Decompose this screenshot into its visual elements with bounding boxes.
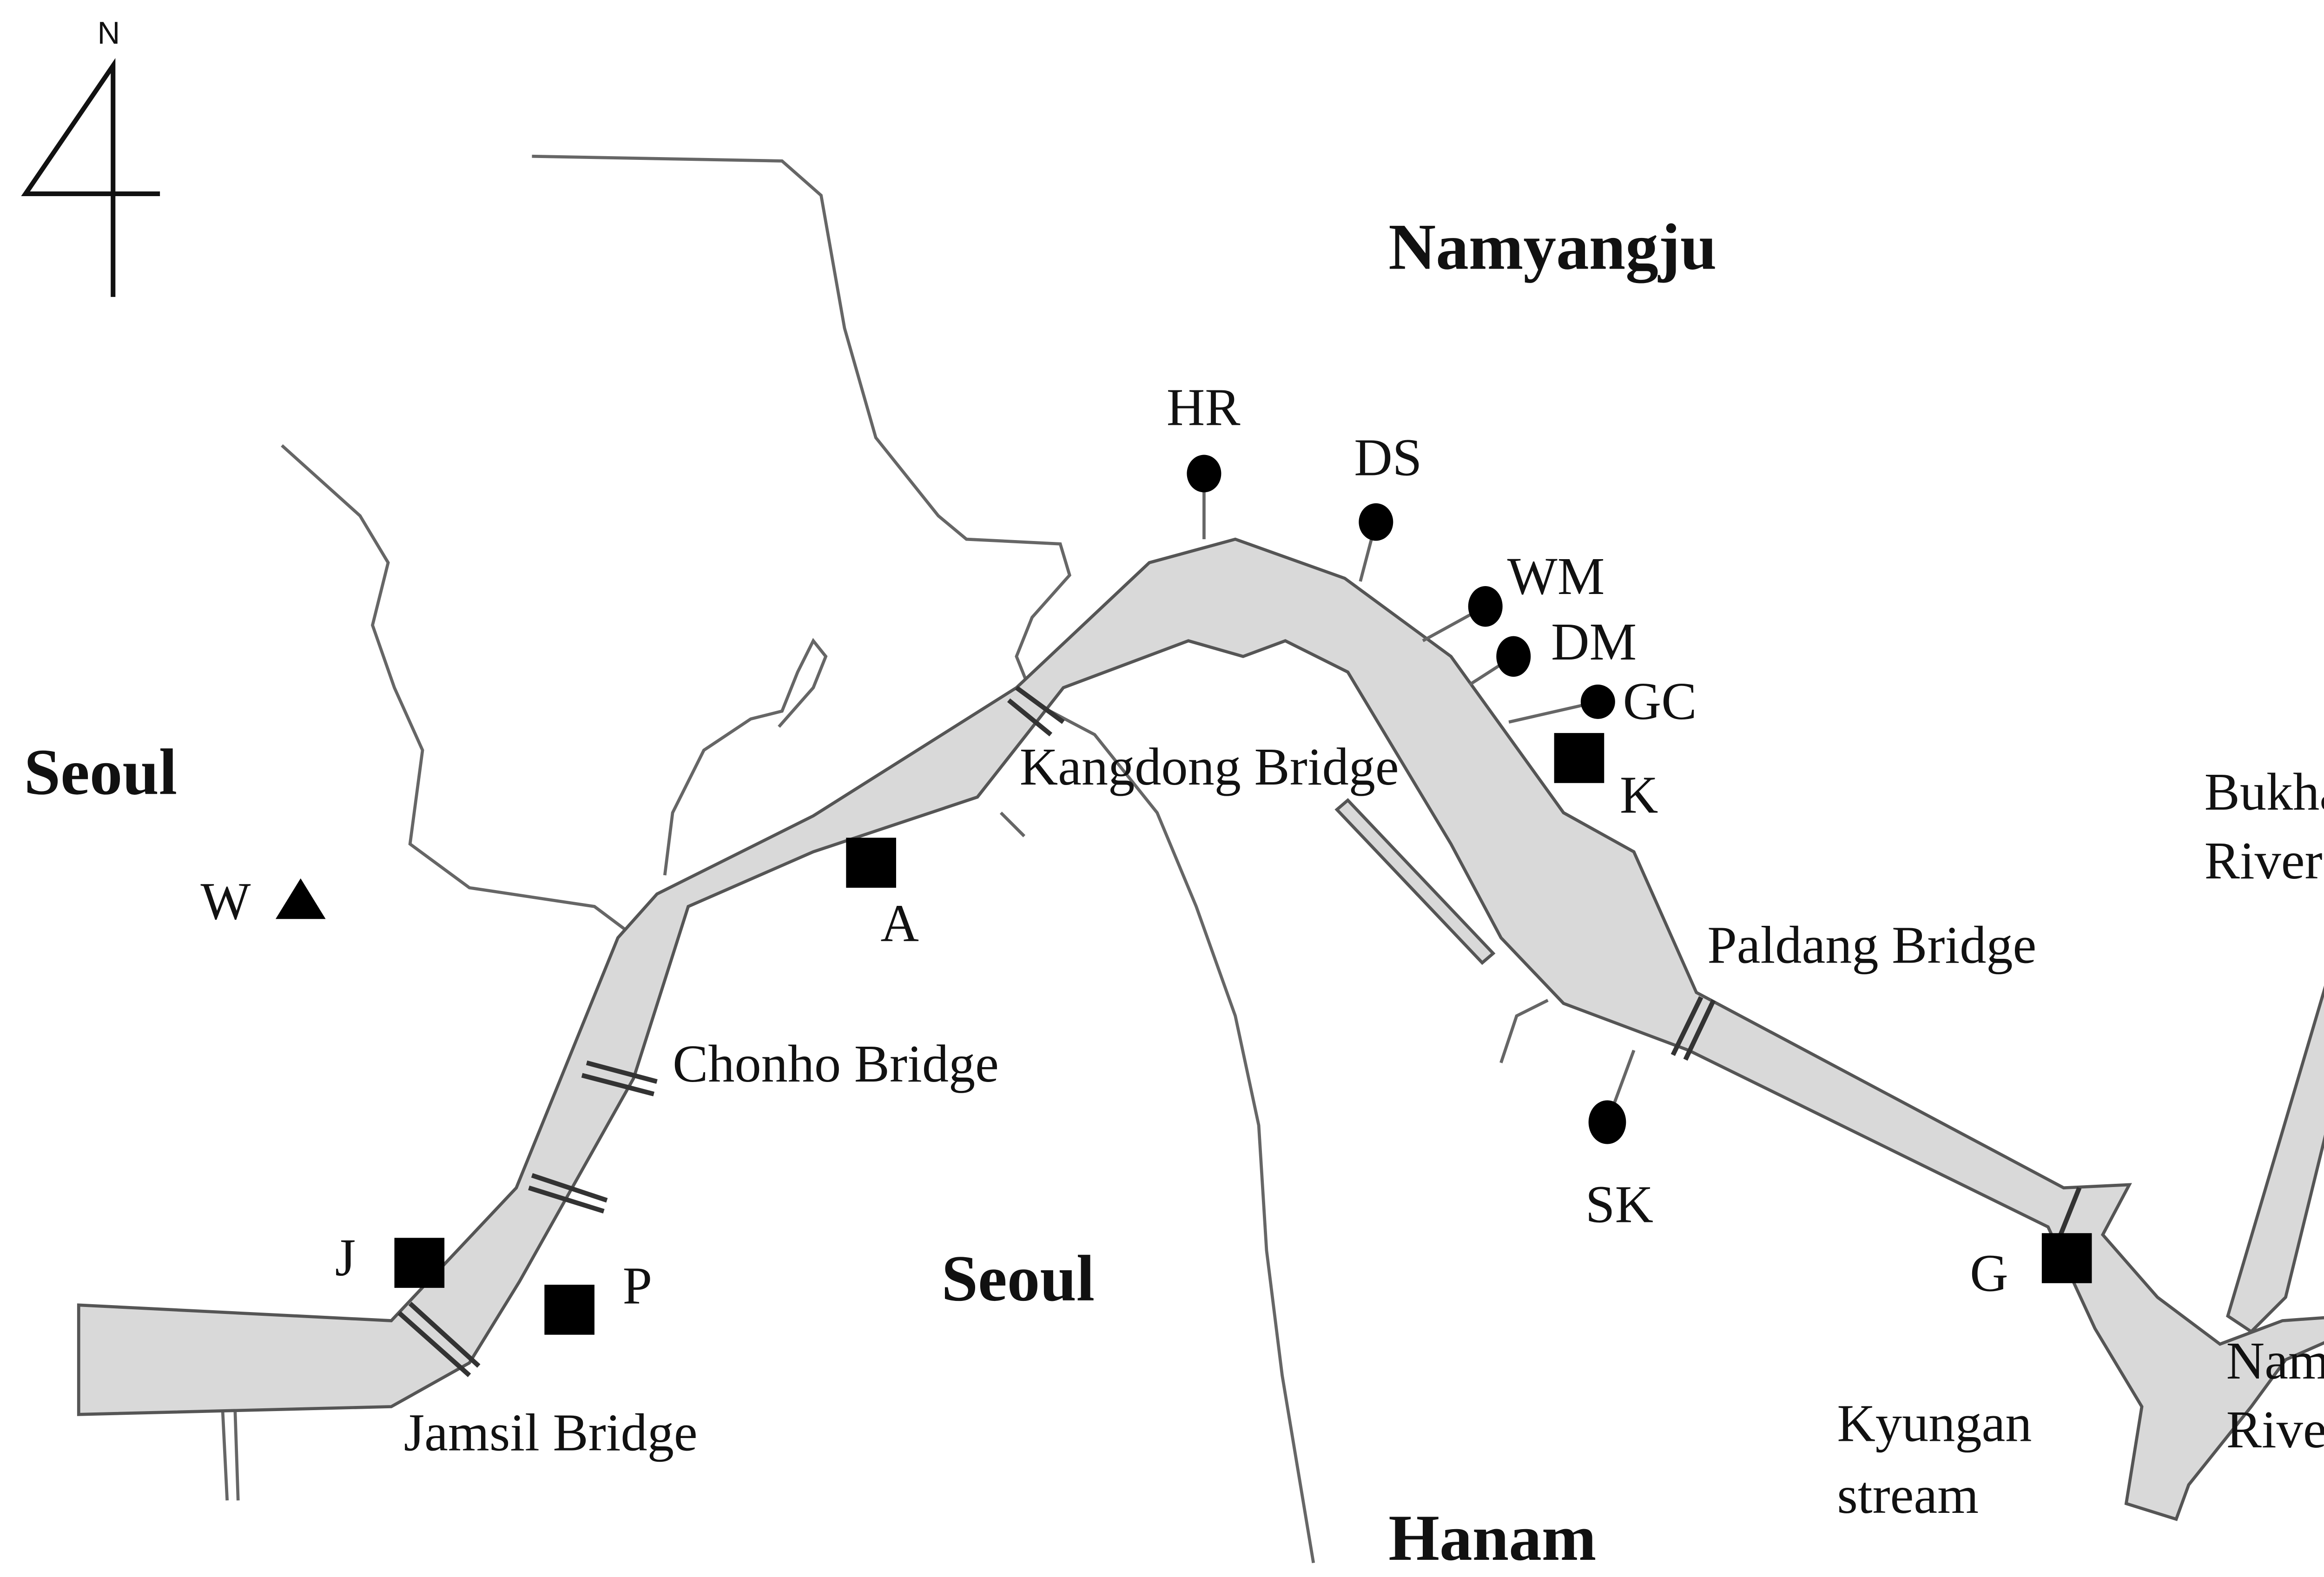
site-label-K: K — [1620, 765, 1658, 825]
site-label-DM: DM — [1551, 612, 1637, 671]
north-arrow-icon: N — [21, 16, 160, 297]
river-label-bukhan: Bukhan — [2205, 762, 2324, 821]
site-marker-GC — [1580, 684, 1615, 719]
bridge-label-kangdong: Kangdong Bridge — [1020, 737, 1399, 796]
site-label-P: P — [622, 1256, 652, 1315]
region-label-seoul: Seoul — [24, 735, 178, 808]
site-label-SK: SK — [1585, 1175, 1653, 1234]
site-label-W: W — [201, 871, 251, 930]
site-marker-DM — [1496, 636, 1531, 677]
river-label-kyungan: stream — [1837, 1465, 1979, 1524]
site-marker-G — [2041, 1233, 2092, 1283]
site-label-HR: HR — [1167, 378, 1241, 437]
site-label-A: A — [880, 893, 919, 952]
dam — [2058, 1187, 2082, 1236]
site-label-GC: GC — [1623, 672, 1697, 731]
han-river — [77, 537, 2324, 1521]
site-marker-P — [544, 1285, 594, 1335]
site-label-WM: WM — [1507, 547, 1605, 606]
site-marker-J — [394, 1238, 445, 1288]
site-marker-W — [275, 878, 326, 919]
bridge — [528, 1173, 608, 1214]
river-label-bukhan: River — [2205, 831, 2323, 890]
paldang-bridge — [1670, 996, 1716, 1061]
chonho-bridge — [581, 1060, 658, 1096]
site-label-J: J — [335, 1228, 356, 1287]
stream-line — [999, 812, 1026, 838]
admin-border — [532, 154, 1315, 1564]
river-label-kyungan: Kyungan — [1837, 1393, 2032, 1452]
river-label-namhan: Namhan — [2226, 1331, 2324, 1390]
bridge-label-paldang: Paldang Bridge — [1707, 915, 2036, 974]
region-label-hanam: Hanam — [1388, 1501, 1596, 1574]
site-label-DS: DS — [1354, 428, 1422, 487]
kangdong-bridge — [1007, 686, 1065, 737]
region-label-seoul: Seoul — [941, 1242, 1095, 1315]
site-label-G: G — [1970, 1244, 2008, 1303]
region-label-namyangju: Namyangju — [1388, 210, 1717, 283]
site-marker-WM — [1468, 586, 1503, 627]
stream-line — [1499, 999, 1549, 1063]
island — [1334, 798, 1496, 965]
site-marker-A — [846, 838, 896, 888]
site-marker-HR — [1187, 455, 1221, 493]
stream-line — [221, 1406, 240, 1501]
site-marker-SK — [1588, 1100, 1626, 1144]
bridge-label-jamsil: Jamsil Bridge — [404, 1403, 698, 1462]
north-label: N — [98, 16, 120, 51]
jamsil-bridge — [397, 1301, 481, 1377]
river-label-namhan: River — [2226, 1400, 2324, 1459]
bridge-label-chonho: Chonho Bridge — [673, 1034, 999, 1093]
stream-line — [1202, 473, 1636, 1123]
site-marker-K — [1554, 733, 1604, 783]
stream-line — [663, 638, 828, 876]
site-marker-DS — [1359, 503, 1393, 541]
admin-border — [281, 444, 627, 931]
bukhan-river — [2226, 985, 2324, 1334]
